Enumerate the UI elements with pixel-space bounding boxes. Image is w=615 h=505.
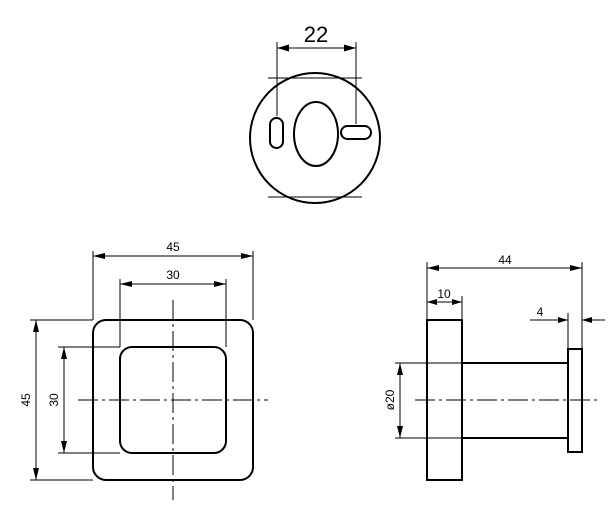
vertical-slot xyxy=(269,117,284,149)
horizontal-slot xyxy=(340,125,372,140)
dim-label-44: 44 xyxy=(498,253,512,267)
arrow-left-icon xyxy=(120,281,132,287)
dim-label-22: 22 xyxy=(304,22,328,47)
arrow-left-icon xyxy=(427,299,437,305)
arrow-right-icon xyxy=(214,281,226,287)
base-plate-outline xyxy=(249,72,381,204)
dim-label-10: 10 xyxy=(437,287,451,301)
arrow-down-icon xyxy=(397,426,403,438)
side-view: 44 10 4 ø20 xyxy=(383,253,605,481)
arrow-down-icon xyxy=(33,468,39,480)
front-view: 45 30 45 30 xyxy=(19,240,268,500)
dim-label-d20: ø20 xyxy=(383,389,397,410)
dim-label-45-height: 45 xyxy=(19,393,33,407)
dim-label-45-width: 45 xyxy=(166,240,180,254)
arrow-up-icon xyxy=(397,363,403,375)
top-view: 22 xyxy=(249,22,381,204)
arrow-right-icon xyxy=(241,253,253,259)
arrow-left-icon xyxy=(427,265,439,271)
arrow-up-icon xyxy=(33,320,39,332)
dim-label-4: 4 xyxy=(537,305,544,319)
center-oval-hole xyxy=(293,101,339,167)
arrow-left-icon xyxy=(277,44,289,52)
dim-label-30-width: 30 xyxy=(166,268,180,282)
arrow-down-icon xyxy=(61,441,67,453)
arrow-right-icon xyxy=(570,265,582,271)
arrow-left-icon xyxy=(582,317,592,323)
arrow-right-icon xyxy=(558,317,568,323)
arrow-up-icon xyxy=(61,347,67,359)
arrow-right-icon xyxy=(452,299,462,305)
arrow-left-icon xyxy=(93,253,105,259)
dim-label-30-height: 30 xyxy=(47,393,61,407)
arrow-right-icon xyxy=(344,44,356,52)
